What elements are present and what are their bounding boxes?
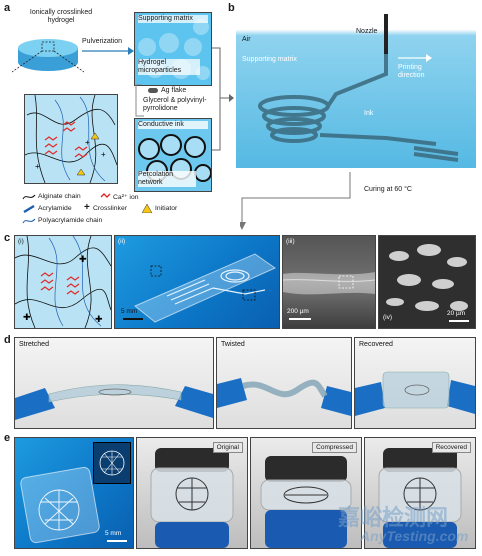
scale-iii-label: 200 µm <box>287 308 309 315</box>
sem-ag-flakes <box>386 244 468 311</box>
panel-c-iv: (iv) 20 µm <box>378 235 476 329</box>
compressed-tag: Compressed <box>312 442 357 453</box>
panel-d-recovered: Recovered <box>354 337 476 429</box>
sub-i-label: (i) <box>18 238 24 245</box>
printed-device-photo <box>134 253 277 323</box>
printed-spiral <box>258 14 459 162</box>
network-chains: + + + <box>25 95 117 183</box>
legend-alginate: Alginate chain <box>38 193 81 200</box>
panel-c-iii: (iii) 200 µm <box>282 235 376 329</box>
panel-d-label: d <box>4 334 11 346</box>
acrylamide-icon <box>23 205 35 213</box>
nozzle-label: Nozzle <box>356 28 378 35</box>
twisted-label: Twisted <box>221 341 245 348</box>
hydrogel-network-box: + + + <box>24 94 118 184</box>
svg-text:✚: ✚ <box>79 254 87 264</box>
hydrogel-microparticles-label: Hydrogel microparticles <box>138 59 200 75</box>
watermark-en: AnyTesting.com <box>360 528 469 544</box>
recovered-d-label: Recovered <box>359 341 393 348</box>
curing-label: Curing at 60 °C <box>364 186 412 193</box>
pulverization-arrow <box>82 47 134 55</box>
twisted-photo <box>217 378 351 416</box>
recovered-photo <box>355 371 475 416</box>
panel-e-compressed: Compressed <box>250 437 362 549</box>
bracket-to-b <box>212 47 234 151</box>
sub-iv-label: (iv) <box>383 314 393 321</box>
ink-label: Ink <box>364 110 374 117</box>
sem-cross-section <box>283 272 375 295</box>
hydrogel-disc <box>12 39 84 73</box>
supporting-matrix-b-label: Supporting matrix <box>242 56 297 63</box>
crosslinker-icon: + <box>84 202 90 213</box>
recovered-e-tag: Recovered <box>431 442 471 453</box>
stretched-label: Stretched <box>19 341 49 348</box>
ag-flake-icon <box>148 88 158 93</box>
curing-arrow <box>240 172 351 230</box>
panel-e-original: Original <box>136 437 248 549</box>
svg-text:+: + <box>35 162 40 171</box>
pulverization-label: Pulverization <box>82 38 123 45</box>
scale-ii-label: 5 mm <box>121 308 138 315</box>
conductive-ink-label: Conductive ink <box>138 121 208 129</box>
scale-e-label: 5 mm <box>105 530 122 537</box>
sub-iii-label: (iii) <box>286 238 295 245</box>
legend-crosslinker: Crosslinker <box>93 205 127 212</box>
alginate-chain-icon <box>22 194 36 200</box>
inset-box <box>93 442 131 484</box>
printing-scene: Air Nozzle Supporting matrix Printing di… <box>236 14 476 168</box>
glycerol-label: Glycerol & polyvinyl-pyrrolidone <box>143 97 207 112</box>
panel-e-main: 5 mm <box>14 437 134 549</box>
conductive-ink-box: Conductive ink Percolation network <box>134 118 212 192</box>
sub-ii-label: (ii) <box>118 238 126 245</box>
scale-bar-ii <box>123 318 143 320</box>
legend-polyacrylamide: Polyacrylamide chain <box>38 217 103 224</box>
svg-text:+: + <box>85 138 90 147</box>
panel-d-twisted: Twisted <box>216 337 352 429</box>
air-label: Air <box>242 36 251 43</box>
initiator-icon <box>142 204 152 213</box>
panel-a-label: a <box>4 2 11 14</box>
compressed-photo <box>260 456 352 548</box>
printing-direction-label: Printing direction <box>398 64 425 79</box>
panel-c-ii: (ii) 5 mm <box>114 235 280 329</box>
stretched-photo <box>15 384 213 420</box>
scale-bar-iii <box>289 318 311 320</box>
crosslinked-network: ✚ ✚ ✚ <box>15 236 111 328</box>
scale-iv-label: 20 µm <box>447 310 466 317</box>
svg-text:✚: ✚ <box>95 314 103 324</box>
ag-flake-label: Ag flake <box>161 87 187 94</box>
mix-connector <box>135 84 144 117</box>
panel-b-label: b <box>228 2 235 14</box>
svg-text:✚: ✚ <box>23 312 31 322</box>
panel-e-label: e <box>4 432 11 444</box>
recovered-e-photo <box>378 448 462 548</box>
hydrogel-title: Ionically crosslinked hydrogel <box>29 9 93 24</box>
inset-cage-icon <box>99 450 125 476</box>
scale-bar-iv <box>449 320 469 322</box>
panel-d-stretched: Stretched <box>14 337 214 429</box>
legend-ca-ion: Ca²⁺ ion <box>113 194 139 201</box>
original-tag: Original <box>212 442 243 453</box>
svg-text:+: + <box>101 150 106 159</box>
panel-e-recovered: Recovered <box>364 437 476 549</box>
watermark-cn: 嘉峪检测网 <box>338 505 449 530</box>
legend-initiator: Initiator <box>155 205 178 212</box>
percolation-network-label: Percolation network <box>138 171 196 187</box>
supporting-matrix-label: Supporting matrix <box>138 15 208 23</box>
original-photo <box>150 448 234 548</box>
panel-c-i: ✚ ✚ ✚ (i) <box>14 235 112 329</box>
ca-ion-icon <box>100 193 111 198</box>
legend-acrylamide: Acrylamide <box>38 205 72 212</box>
scale-bar-e <box>107 540 127 542</box>
supporting-matrix-box: Supporting matrix Hydrogel microparticle… <box>134 12 212 86</box>
cage-structure-photo <box>20 466 100 544</box>
polyacrylamide-icon <box>22 218 36 224</box>
panel-c-label: c <box>4 232 11 244</box>
